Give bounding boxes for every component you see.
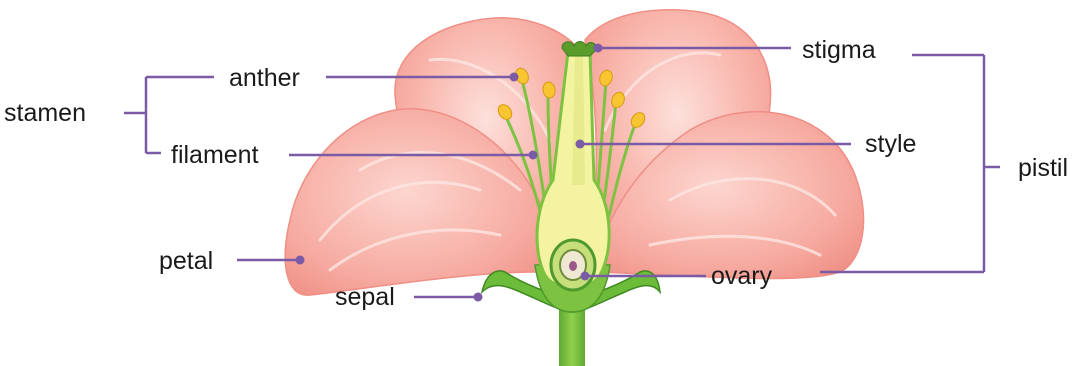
label-pistil: pistil	[1018, 154, 1068, 182]
label-filament: filament	[171, 141, 259, 169]
label-anther: anther	[229, 64, 300, 92]
label-petal: petal	[159, 247, 213, 275]
ovule	[569, 261, 577, 271]
label-sepal: sepal	[335, 283, 395, 311]
label-style: style	[865, 130, 916, 158]
label-stamen: stamen	[4, 99, 86, 127]
label-stigma: stigma	[802, 36, 876, 64]
stigma-tip	[562, 42, 596, 57]
label-ovary: ovary	[711, 262, 773, 290]
